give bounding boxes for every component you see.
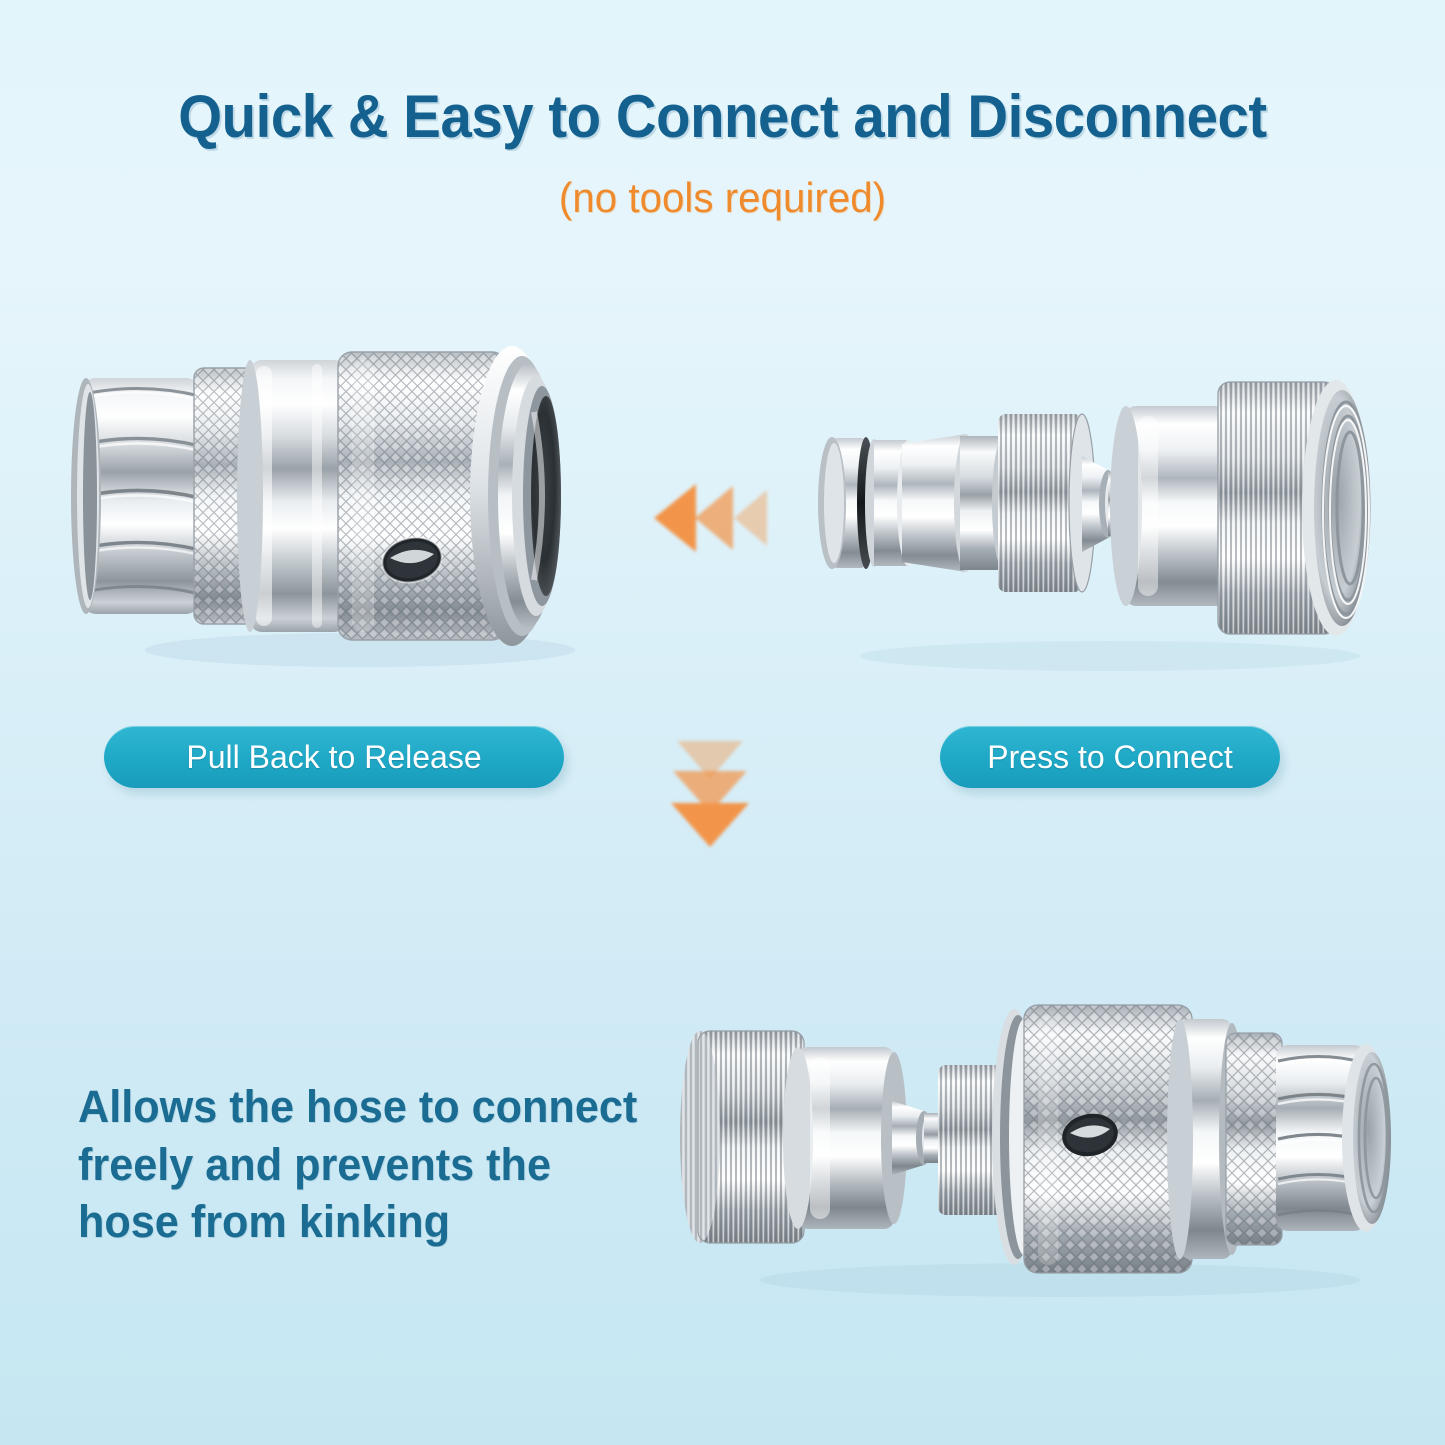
- feature-description: Allows the hose to connect freely and pr…: [78, 1078, 692, 1251]
- assembly-release-pin-hole: [1062, 1113, 1118, 1157]
- assembly-hose-nut: [680, 1030, 805, 1244]
- pull-back-to-release-label[interactable]: Pull Back to Release: [104, 726, 564, 788]
- plug-knurl-nut: [998, 413, 1096, 593]
- feature-line-2: freely and prevents the: [78, 1138, 551, 1190]
- page-subtitle: (no tools required): [558, 174, 887, 221]
- release-pin-hole: [381, 536, 443, 584]
- male-plug-image: [790, 360, 1390, 680]
- feature-line-1: Allows the hose to connect: [78, 1081, 638, 1132]
- triple-chevron-down-icon: [655, 735, 765, 850]
- press-to-connect-label[interactable]: Press to Connect: [940, 726, 1280, 788]
- feature-line-3: hose from kinking: [78, 1196, 451, 1248]
- triple-chevron-left-icon: [650, 478, 775, 558]
- plug-hose-nut: [1217, 380, 1371, 636]
- assembly-thread-end: [1276, 1044, 1391, 1232]
- assembly-swivel-waist: [892, 1101, 942, 1175]
- page-title: Quick & Easy to Connect and Disconnect: [178, 83, 1267, 150]
- coupler-shoulder: [237, 360, 346, 632]
- assembly-knurl-band-2: [1225, 1032, 1283, 1246]
- assembly-collar: [783, 1047, 907, 1229]
- plug-collar: [1110, 406, 1226, 606]
- coupler-release-sleeve: [337, 351, 507, 641]
- assembly-release-sleeve: [1023, 1004, 1193, 1274]
- assembled-connector-image: [680, 975, 1400, 1305]
- female-coupler-image: [60, 320, 620, 680]
- coupler-thread-tail: [71, 378, 201, 614]
- coupler-front-ring: [470, 346, 561, 646]
